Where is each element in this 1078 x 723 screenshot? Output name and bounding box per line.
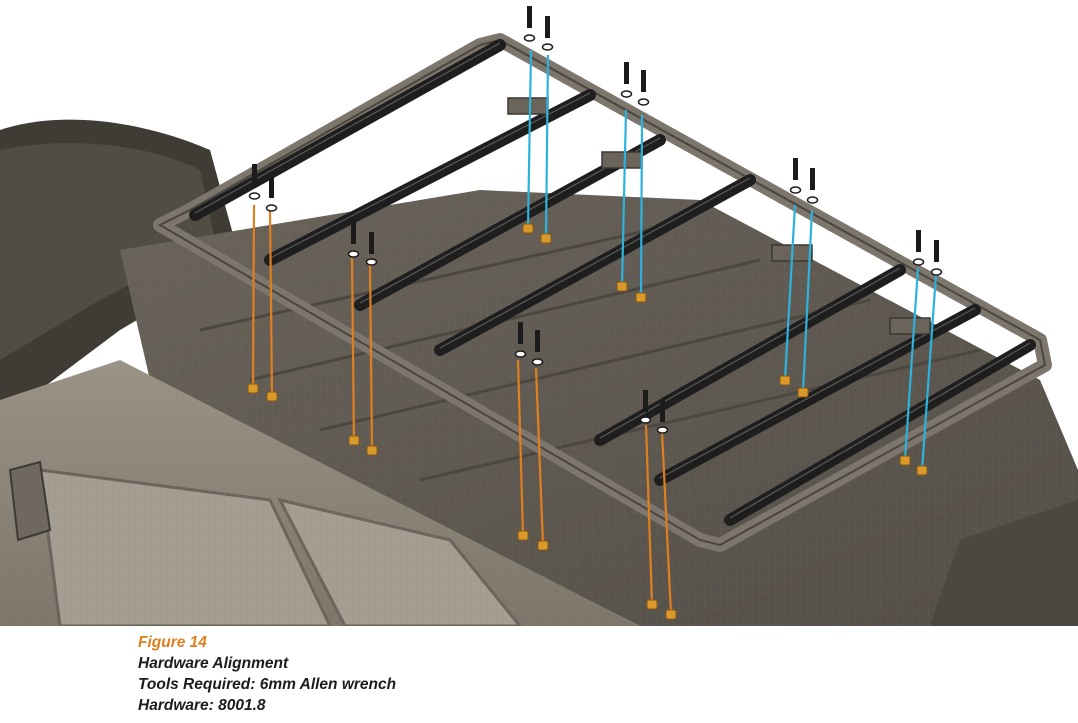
hardware-reference: Hardware: 8001.8 (138, 697, 266, 714)
figure-illustration (0, 6, 1078, 626)
roof-rack (153, 33, 1052, 552)
figure-caption: Figure 14 Hardware Alignment Tools Requi… (138, 632, 396, 716)
bolt-icon (252, 6, 939, 422)
mounting-nut-icon (247, 223, 928, 620)
figure-title: Hardware Alignment (138, 655, 289, 672)
alignment-lines (251, 49, 938, 615)
tools-required: Tools Required: 6mm Allen wrench (138, 676, 397, 693)
figure-number: Figure 14 (138, 634, 207, 651)
washer-icon (248, 34, 943, 434)
